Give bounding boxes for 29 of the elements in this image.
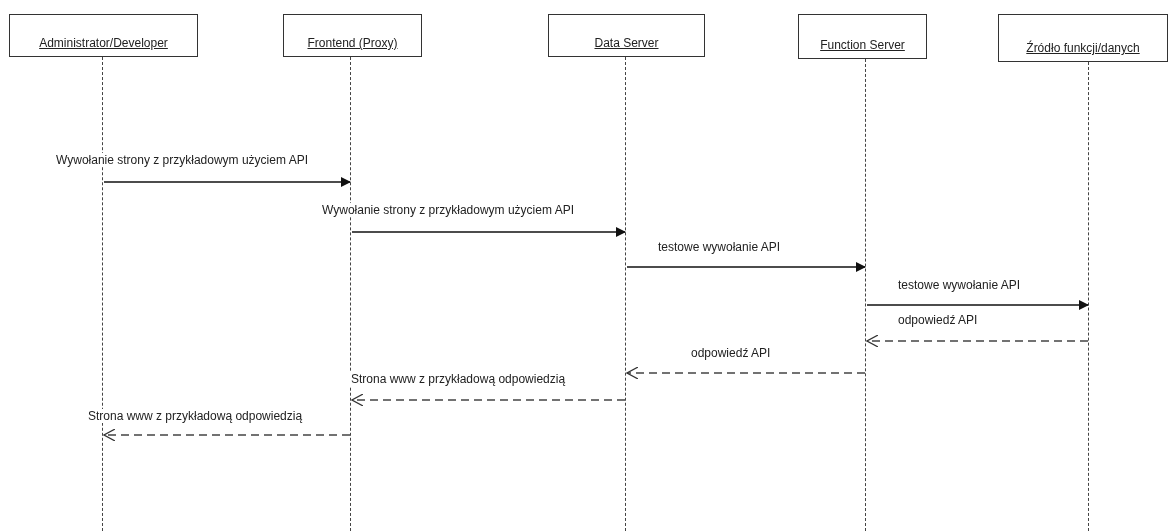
message-arrow	[351, 227, 626, 237]
participant-box	[798, 14, 927, 59]
return-message-arrow	[866, 334, 1089, 348]
edge-label: odpowiedź API	[690, 346, 772, 360]
edge-label: testowe wywołanie API	[897, 278, 1022, 292]
participant-name: Frontend (Proxy)	[307, 36, 398, 50]
return-message-arrow	[351, 393, 626, 407]
participant-box	[548, 14, 705, 57]
participant-name: Źródło funkcji/danych	[1026, 41, 1140, 55]
participant-box	[283, 14, 422, 57]
return-message-arrow	[626, 366, 866, 380]
edge-label: Wywołanie strony z przykładowym użyciem API	[55, 153, 309, 167]
participant-name: Function Server	[820, 38, 905, 52]
participant-box	[998, 14, 1168, 62]
lifeline	[1088, 62, 1090, 531]
edge-label: testowe wywołanie API	[657, 240, 782, 254]
lifeline	[625, 57, 627, 531]
message-arrow	[866, 300, 1089, 310]
participant-name: Data Server	[594, 36, 659, 50]
edge-label: odpowiedź API	[897, 313, 979, 327]
message-arrow	[103, 177, 351, 187]
edge-label: Strona www z przykładową odpowiedzią	[350, 372, 567, 386]
participant-box	[9, 14, 198, 57]
return-message-arrow	[103, 428, 351, 442]
lifeline	[865, 59, 867, 531]
edge-label: Wywołanie strony z przykładowym użyciem API	[321, 203, 575, 217]
participant-name: Administrator/Developer	[39, 36, 168, 50]
edge-label: Strona www z przykładową odpowiedzią	[87, 409, 304, 423]
message-arrow	[626, 262, 866, 272]
